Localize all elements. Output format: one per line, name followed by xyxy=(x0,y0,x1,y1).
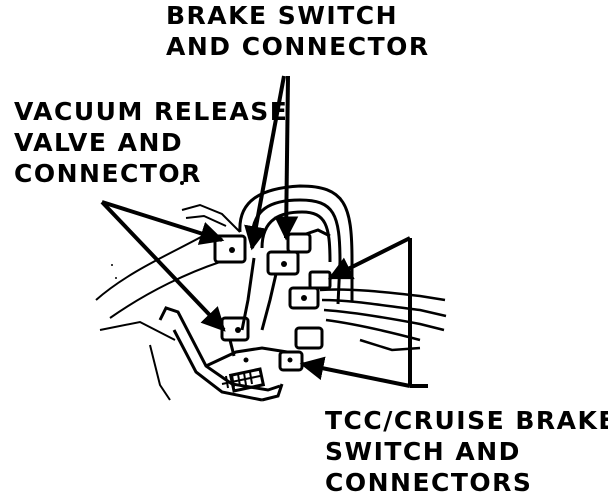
tcc-cruise-label-line-3: CONNECTORS xyxy=(325,468,533,497)
pedal-bracket xyxy=(158,306,301,402)
arrow-tcc-2 xyxy=(299,356,411,388)
arrow-vacuum-2 xyxy=(100,200,226,332)
fastener-details xyxy=(229,247,307,363)
arrow-brake-2 xyxy=(274,75,299,241)
brake-switch-label-line-1: BRAKE SWITCH xyxy=(166,1,399,30)
tcc-bracket-line xyxy=(408,238,428,388)
threaded-rod xyxy=(221,371,261,389)
dash-panel-outline xyxy=(95,203,241,401)
arrow-brake-1 xyxy=(244,75,286,251)
brake-switch-label: BRAKE SWITCH AND CONNECTOR xyxy=(166,0,430,62)
tcc-cruise-label: TCC/CRUISE BRAKE SWITCH AND CONNECTORS xyxy=(325,405,608,498)
tcc-cruise-brake-switch xyxy=(278,270,332,372)
tcc-cruise-label-line-1: TCC/CRUISE BRAKE xyxy=(325,406,608,435)
brake-switch-connector xyxy=(240,232,312,331)
scan-specks xyxy=(111,181,184,279)
arrow-tcc-1 xyxy=(327,236,411,280)
arrow-vacuum-1 xyxy=(101,200,225,245)
vacuum-release-label-line-2: VALVE AND xyxy=(14,128,184,157)
leader-arrows xyxy=(100,75,411,388)
vacuum-release-label-line-3: CONNECTOR xyxy=(14,159,202,188)
tcc-cruise-label-line-2: SWITCH AND xyxy=(325,437,521,466)
brake-switch-label-line-2: AND CONNECTOR xyxy=(166,32,430,61)
vacuum-release-valve xyxy=(213,234,250,357)
vacuum-release-label-line-1: VACUUM RELEASE xyxy=(14,97,289,126)
vacuum-release-label: VACUUM RELEASE VALVE AND CONNECTOR xyxy=(14,96,288,189)
